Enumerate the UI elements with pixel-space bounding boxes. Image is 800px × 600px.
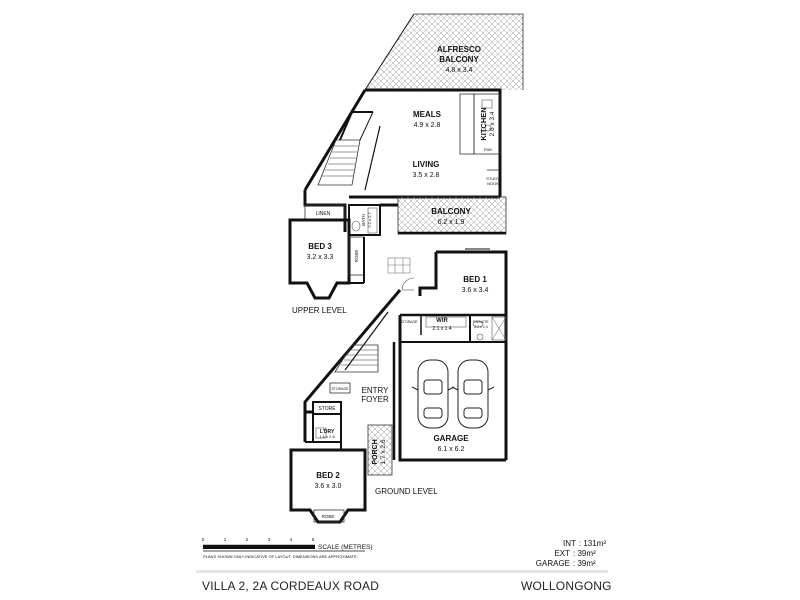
living-name: LIVING bbox=[413, 160, 440, 169]
upper-level bbox=[288, 13, 524, 460]
suburb-label: WOLLONGONG bbox=[521, 579, 612, 593]
bed2-name: BED 2 bbox=[316, 471, 340, 480]
garage-dims: 6.1 x 6.2 bbox=[438, 446, 465, 453]
car-icon bbox=[411, 359, 455, 429]
area-summary: INT : 131m² EXT : 39m² GARAGE : 39m² bbox=[520, 539, 606, 569]
toilet-icon bbox=[351, 220, 361, 232]
scale-tick: 1 bbox=[224, 537, 227, 542]
kitchen-name: KITCHEN bbox=[479, 107, 488, 140]
area-garage-value: : 39m² bbox=[573, 559, 596, 568]
study-name-2: NOOK bbox=[487, 181, 499, 186]
bath-name: BATH bbox=[361, 214, 366, 226]
bed1-name: BED 1 bbox=[463, 275, 487, 284]
entry-name-1: ENTRY bbox=[362, 386, 390, 395]
laundry-dims: 1.6 x 2.6 bbox=[319, 434, 335, 439]
entry-name-2: FOYER bbox=[361, 395, 389, 404]
scale-tick: 0 bbox=[202, 537, 205, 542]
area-int-label: INT bbox=[562, 539, 576, 548]
wir-dims: 2.1 x 1.4 bbox=[432, 326, 451, 332]
bed3-name: BED 3 bbox=[308, 242, 332, 251]
scale-bar: 0 1 2 3 4 5 SCALE (METRES) PLANS SHOWN O… bbox=[202, 537, 373, 559]
upper-outer-wall bbox=[365, 88, 502, 197]
bed2-robe bbox=[313, 509, 345, 523]
ground-level-label: GROUND LEVEL bbox=[375, 487, 438, 496]
bed2-robe-name: ROBE bbox=[322, 514, 335, 519]
wir-name: WIR bbox=[436, 318, 448, 324]
linen-name: LINEN bbox=[316, 211, 331, 217]
balcony-area bbox=[398, 197, 506, 234]
living-dims: 3.5 x 2.8 bbox=[413, 172, 440, 179]
area-ext-label: EXT bbox=[554, 549, 570, 558]
wir-robe bbox=[425, 316, 467, 328]
area-int-row: INT : 131m² bbox=[520, 539, 606, 549]
stair-upper bbox=[317, 139, 361, 186]
stair-treads-lower bbox=[341, 349, 378, 366]
footer-bar bbox=[196, 570, 608, 573]
door-swing bbox=[401, 277, 415, 291]
disclaimer-note: PLANS SHOWN ONLY INDICATIVE OF LAYOUT. D… bbox=[203, 554, 358, 559]
balcony-dims: 6.2 x 1.9 bbox=[438, 219, 465, 226]
meals-name: MEALS bbox=[413, 110, 442, 119]
scale-tick: 3 bbox=[268, 537, 271, 542]
bath-dims: 2.2 x 2.7 bbox=[367, 212, 372, 228]
bed3-robe-name: ROBE bbox=[354, 250, 359, 263]
storage-upper-name: STORAGE bbox=[400, 320, 418, 324]
scale-tick: 5 bbox=[312, 537, 315, 542]
area-ext-value: : 39m² bbox=[573, 549, 596, 558]
ensuite-name: ENSUITE bbox=[473, 320, 489, 324]
store-name: STORE bbox=[318, 406, 336, 412]
kitchen-bench bbox=[459, 93, 475, 155]
storage-lower-name: STORAGE bbox=[331, 387, 349, 391]
ensuite-basin-icon bbox=[472, 320, 484, 328]
cooktop-icon bbox=[484, 124, 492, 132]
area-garage-row: GARAGE : 39m² bbox=[520, 559, 606, 569]
void-tiles bbox=[387, 257, 411, 274]
car-icon bbox=[451, 359, 495, 429]
stair-treads-upper bbox=[322, 145, 358, 177]
meals-dims: 4.9 x 2.8 bbox=[414, 122, 441, 129]
pwd-label: PWD bbox=[484, 148, 493, 152]
alfresco-name-2: BALCONY bbox=[439, 55, 479, 64]
stair-lower bbox=[334, 344, 379, 373]
alfresco-name-1: ALFRESCO bbox=[437, 45, 481, 54]
alfresco-balcony-area bbox=[365, 14, 523, 90]
ground-outer-wall bbox=[303, 289, 402, 414]
level-labels: UPPER LEVEL GROUND LEVEL bbox=[292, 306, 438, 496]
porch-area bbox=[368, 425, 392, 475]
scale-ticks: 0 1 2 3 4 5 bbox=[202, 537, 315, 542]
ensuite-toilet-icon bbox=[476, 333, 484, 341]
bed3-dims: 3.2 x 3.3 bbox=[307, 254, 334, 261]
area-int-value: : 131m² bbox=[578, 539, 606, 548]
scale-tick: 2 bbox=[246, 537, 249, 542]
ground-level bbox=[289, 289, 508, 524]
study-name-1: STUDY bbox=[486, 176, 500, 181]
ensuite-dims: 2.2 x 1.4 bbox=[474, 325, 487, 329]
garage-name: GARAGE bbox=[433, 434, 469, 443]
bathtub-icon bbox=[367, 207, 378, 234]
scale-label: SCALE (METRES) bbox=[318, 544, 373, 551]
porch-dims: 1.7 x 2.6 bbox=[380, 439, 387, 464]
alfresco-dims: 4.8 x 3.4 bbox=[446, 67, 473, 74]
kitchen-counter bbox=[473, 93, 501, 155]
bed2-dims: 3.6 x 3.0 bbox=[315, 483, 342, 490]
bed1-dims: 3.6 x 3.4 bbox=[462, 287, 489, 294]
storage-lower-box bbox=[329, 382, 351, 394]
ensuite-shower bbox=[491, 316, 507, 341]
balcony-name: BALCONY bbox=[431, 207, 471, 216]
sink-icon bbox=[481, 99, 493, 109]
upper-level-label: UPPER LEVEL bbox=[292, 306, 347, 315]
scale-tick: 4 bbox=[290, 537, 293, 542]
address-label: VILLA 2, 2A CORDEAUX ROAD bbox=[202, 579, 380, 593]
room-labels: ALFRESCO BALCONY 4.8 x 3.4 MEALS 4.9 x 2… bbox=[307, 45, 501, 519]
porch-name: PORCH bbox=[372, 439, 379, 464]
kitchen-dims: 2.6 x 3.4 bbox=[489, 111, 496, 136]
area-garage-label: GARAGE bbox=[535, 559, 570, 568]
area-ext-row: EXT : 39m² bbox=[520, 549, 606, 559]
laundry-name: L'DRY bbox=[320, 429, 335, 435]
